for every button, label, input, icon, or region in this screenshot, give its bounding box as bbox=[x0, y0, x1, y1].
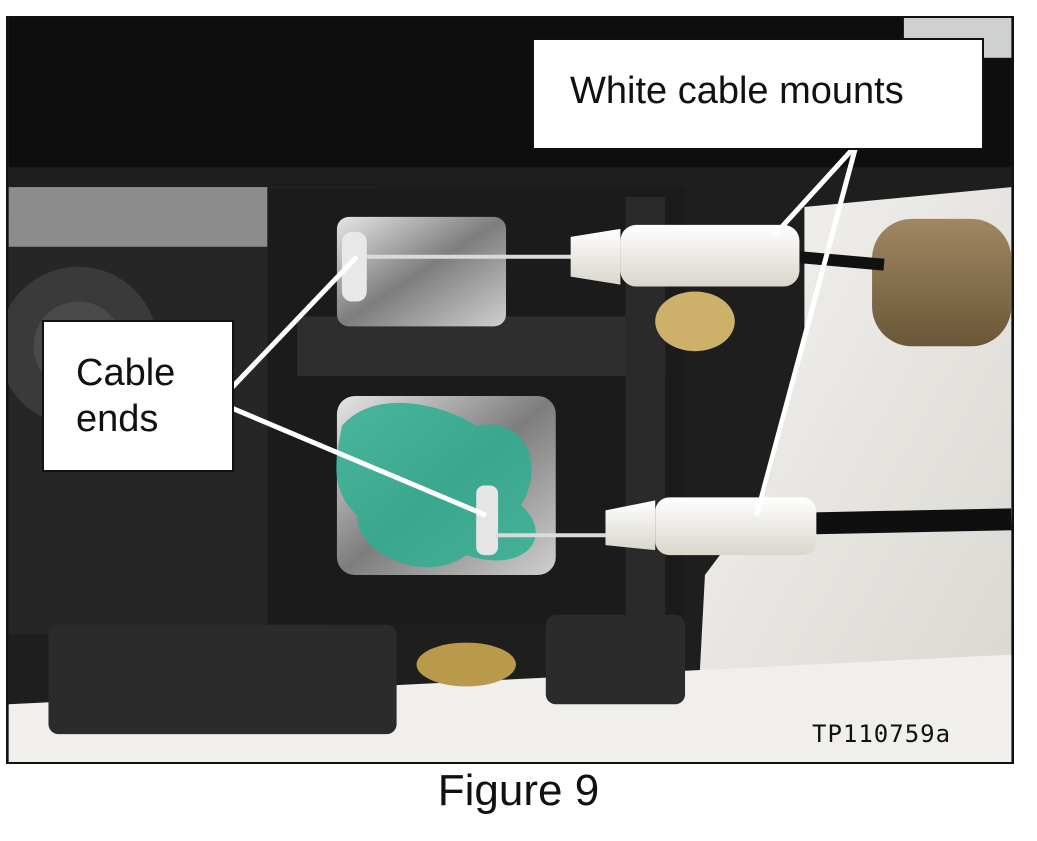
upper-cable-mount bbox=[620, 224, 800, 287]
brass-roller bbox=[416, 642, 516, 687]
figure-caption: Figure 9 bbox=[437, 766, 600, 815]
leader-line-upper-mount bbox=[772, 143, 858, 237]
callout-white-cable-mounts-text: White cable mounts bbox=[570, 70, 904, 112]
photo-code-label: TP110759a bbox=[812, 720, 952, 748]
bolt-head bbox=[655, 291, 735, 352]
callout-white-cable-mounts: White cable mounts bbox=[532, 38, 984, 150]
callout-cable-ends: Cable ends bbox=[42, 320, 234, 472]
upper-cable-sheath bbox=[793, 250, 885, 271]
lower-mount-cone bbox=[605, 500, 656, 551]
white-cloth-bottom bbox=[8, 654, 1012, 762]
leader-line-lower-mount bbox=[754, 144, 859, 516]
callout-cable-ends-line2: ends bbox=[76, 398, 159, 440]
latch-foot-left bbox=[48, 624, 397, 735]
callout-cable-ends-line1: Cable bbox=[76, 352, 176, 394]
latch-foot-right bbox=[545, 614, 686, 705]
upper-cable-end-tip bbox=[341, 231, 367, 302]
lower-cable-end-tip bbox=[476, 485, 499, 556]
foam-sleeve bbox=[872, 218, 1012, 347]
leader-line-lower-end bbox=[230, 405, 488, 518]
lower-cable-mount bbox=[655, 497, 817, 556]
upper-mount-cone bbox=[570, 228, 621, 285]
lower-cable-sheath bbox=[814, 508, 1012, 535]
leader-line-upper-end bbox=[229, 254, 359, 390]
figure-photo-frame: White cable mounts Cable ends TP110759a bbox=[6, 16, 1014, 764]
upper-cable-end-block bbox=[336, 216, 507, 327]
